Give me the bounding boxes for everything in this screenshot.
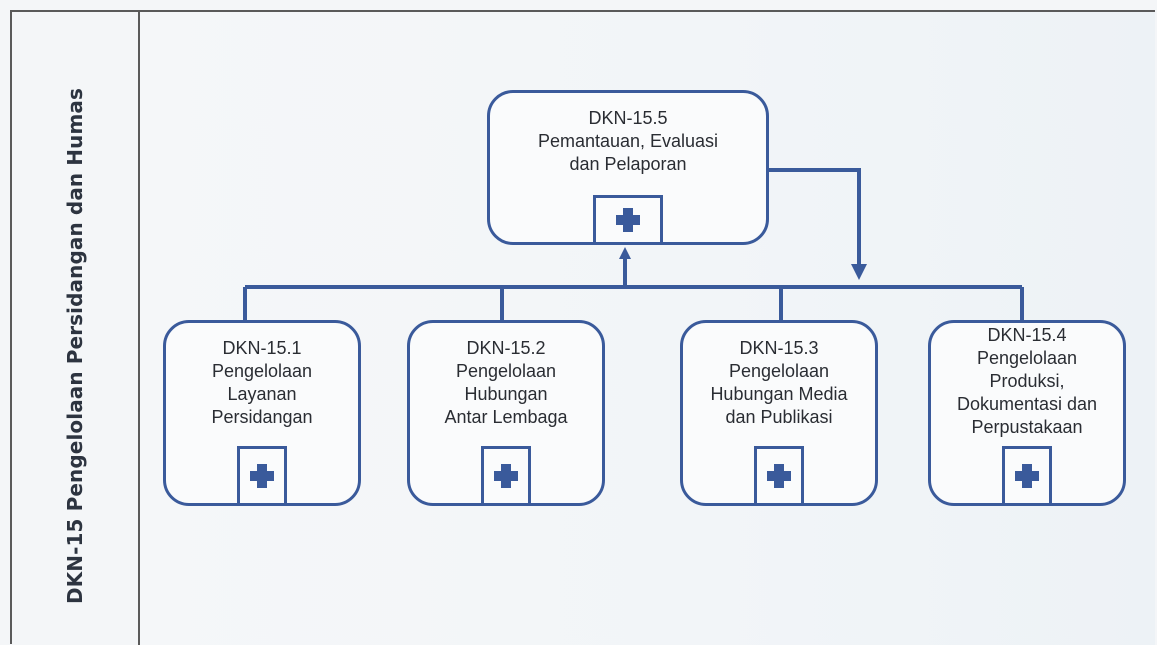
node-label-line: Antar Lembaga — [444, 407, 568, 427]
node-label-line: Pemantauan, Evaluasi — [537, 131, 719, 151]
node-code: DKN-15.3 — [739, 338, 819, 358]
node-label-line: Pengelolaan — [455, 361, 557, 381]
expand-button[interactable] — [754, 446, 804, 506]
node-code: DKN-15.1 — [222, 338, 302, 358]
expand-button[interactable] — [593, 195, 663, 245]
expand-button[interactable] — [237, 446, 287, 506]
node-label-line: Layanan — [227, 384, 297, 404]
node-code: DKN-15.5 — [588, 108, 668, 128]
node-label-line: Pengelolaan — [211, 361, 313, 381]
table-frame — [10, 10, 1155, 644]
node-code: DKN-15.2 — [466, 338, 546, 358]
node-dkn-15-4[interactable]: DKN-15.4 Pengelolaan Produksi, Dokumenta… — [928, 320, 1126, 506]
node-dkn-15-5[interactable]: DKN-15.5 Pemantauan, Evaluasi dan Pelapo… — [487, 90, 769, 245]
node-label-line: Hubungan — [464, 384, 548, 404]
node-label-line: Perpustakaan — [971, 417, 1083, 437]
node-label-line: Pengelolaan — [976, 348, 1078, 368]
node-dkn-15-1[interactable]: DKN-15.1 Pengelolaan Layanan Persidangan — [163, 320, 361, 506]
side-divider — [138, 10, 140, 645]
node-code: DKN-15.4 — [987, 325, 1067, 345]
side-title: DKN-15 Pengelolaan Persidangan dan Humas — [63, 87, 87, 605]
node-label-line: Persidangan — [211, 407, 313, 427]
node-label-line: dan Pelaporan — [569, 154, 687, 174]
node-label-line: dan Publikasi — [725, 407, 833, 427]
node-dkn-15-3[interactable]: DKN-15.3 Pengelolaan Hubungan Media dan … — [680, 320, 878, 506]
expand-button[interactable] — [481, 446, 531, 506]
node-label-line: Produksi, — [989, 371, 1065, 391]
node-label-line: Hubungan Media — [710, 384, 848, 404]
expand-button[interactable] — [1002, 446, 1052, 506]
node-label-line: Dokumentasi dan — [956, 394, 1098, 414]
side-title-cell: DKN-15 Pengelolaan Persidangan dan Humas — [12, 12, 138, 645]
node-label-line: Pengelolaan — [728, 361, 830, 381]
node-dkn-15-2[interactable]: DKN-15.2 Pengelolaan Hubungan Antar Lemb… — [407, 320, 605, 506]
